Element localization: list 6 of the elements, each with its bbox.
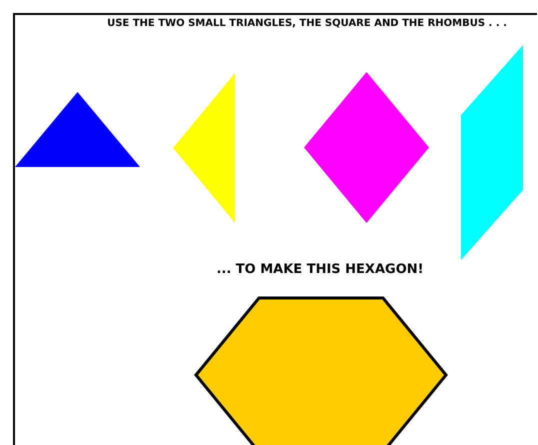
triangle-shape — [15, 92, 140, 167]
triangle-shape — [173, 73, 235, 223]
goal-text: ... TO MAKE THIS HEXAGON! — [216, 262, 424, 277]
instruction-text: USE THE TWO SMALL TRIANGLES, THE SQUARE AND THE RHOMBUS . . . — [107, 18, 507, 29]
hexagon-shape — [194, 296, 448, 445]
rhombus-shape — [461, 45, 523, 260]
